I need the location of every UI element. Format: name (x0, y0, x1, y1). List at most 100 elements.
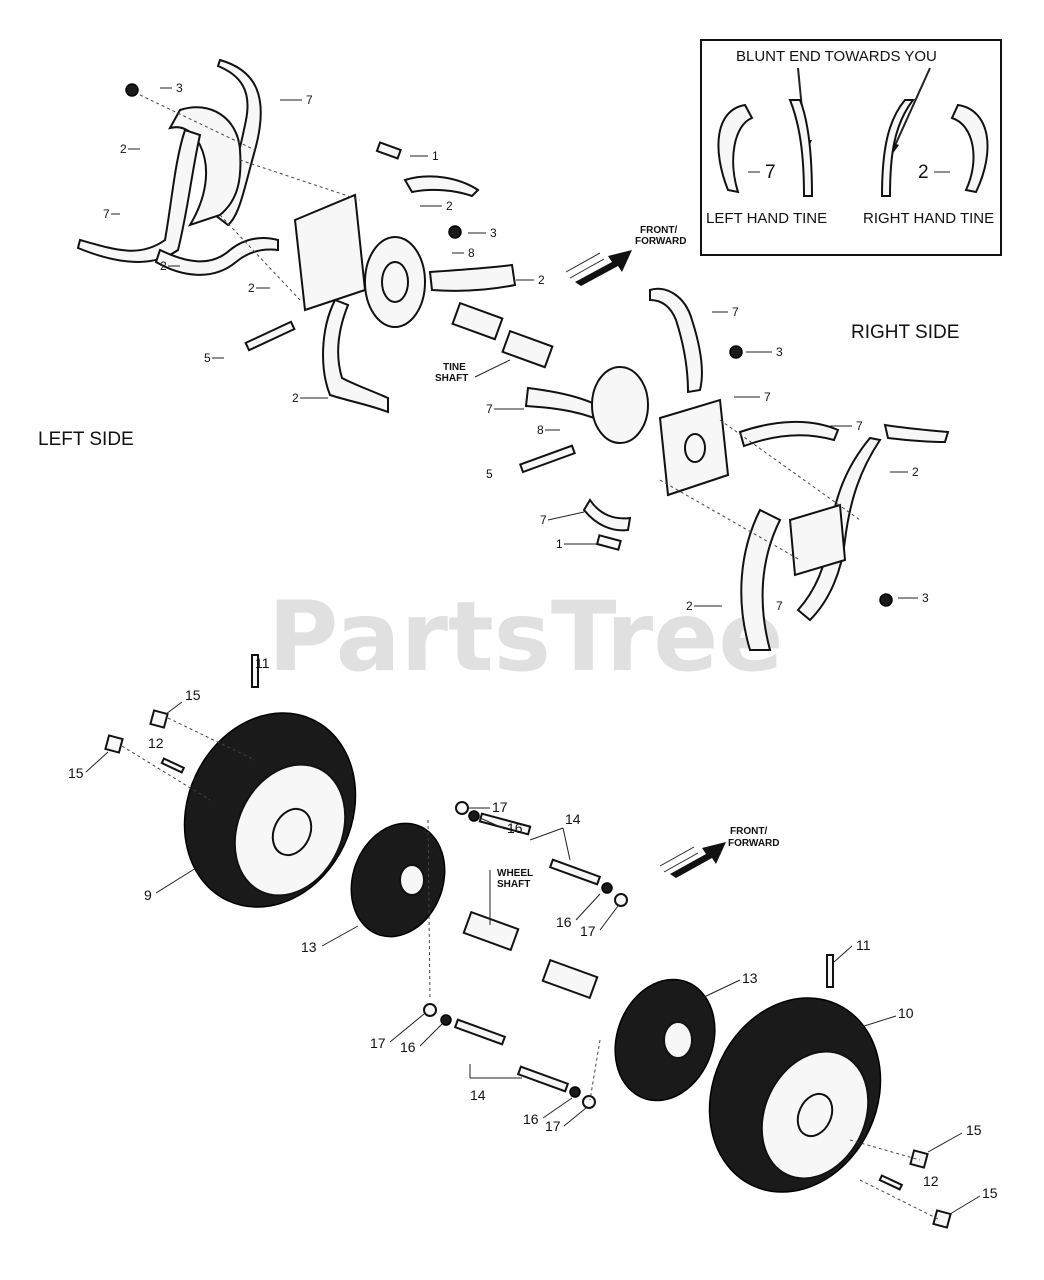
callout-5: 5 (486, 467, 493, 481)
right-bolt-14-bottom (516, 1065, 570, 1093)
right-nut-3-top (729, 345, 743, 359)
left-hub-13-bore (399, 864, 425, 896)
dash-3 (219, 214, 301, 301)
wheel-shaft-left (462, 910, 520, 952)
left-tine-2-top-blade (403, 175, 480, 198)
callout-13: 13 (742, 970, 758, 986)
callout-8: 8 (537, 423, 544, 437)
left-nut-3-top (125, 83, 139, 97)
leader-c16b (575, 893, 601, 921)
front-forward-indicator-bottom: FRONT/ FORWARD (659, 826, 779, 878)
callout-2: 2 (160, 259, 167, 273)
right-side-label: RIGHT SIDE (851, 322, 959, 343)
callout-2: 2 (686, 599, 693, 613)
left-tine-assembly (76, 58, 554, 414)
tine-shaft-right (501, 329, 554, 369)
callout-10: 10 (898, 1005, 914, 1021)
left-tine-2-right-blade (428, 263, 517, 292)
right-clip-15-bottom (932, 1209, 952, 1229)
left-tine-hub-bore (381, 261, 409, 303)
leader-c17c (389, 1013, 425, 1043)
right-clip-pin-12 (878, 1174, 904, 1191)
washer-17-b (614, 893, 628, 907)
arrow-speed-line-3 (659, 846, 695, 867)
callout-15: 15 (185, 687, 201, 703)
dash-2 (239, 159, 361, 201)
dash-8 (427, 819, 431, 1001)
right-hand-tine-blade (950, 103, 989, 194)
callout-11: 11 (255, 655, 270, 671)
left-clip-15-top (149, 709, 169, 729)
tine-shaft-leader (474, 359, 511, 378)
arrow-speed-line-4 (663, 852, 699, 873)
callout-2: 2 (120, 142, 127, 156)
left-pin-11 (251, 654, 259, 688)
callout-5: 5 (204, 351, 211, 365)
watermark: PartsTree (268, 581, 783, 693)
callout-7: 7 (306, 93, 313, 107)
left-nut-3-mid (448, 225, 462, 239)
callout-15: 15 (966, 1122, 982, 1138)
callouts: 3 7 1 2 2 7 2 3 8 2 2 5 2 7 3 7 7 8 5 (68, 81, 998, 1215)
left-hand-tine-shank (788, 99, 814, 197)
callout-2: 2 (538, 273, 545, 287)
front-forward-label-top-2: FORWARD (635, 236, 686, 247)
callout-3: 3 (490, 226, 497, 240)
right-bolt-1 (595, 534, 622, 551)
left-side-label: LEFT SIDE (38, 429, 134, 450)
callout-9: 9 (144, 887, 152, 903)
left-hub-13 (350, 822, 446, 938)
callout-17: 17 (580, 923, 596, 939)
leader-c15d (949, 1195, 981, 1215)
callout-11: 11 (856, 937, 871, 953)
left-bolt-14-top (478, 812, 532, 836)
inset-arrow-right (892, 67, 931, 151)
dash-11 (859, 1179, 941, 1221)
right-tine-2-top (883, 423, 950, 444)
callout-17: 17 (370, 1035, 386, 1051)
callout-8: 8 (468, 246, 475, 260)
callout-1: 1 (432, 149, 439, 163)
wheel-shaft-right (541, 958, 599, 1000)
left-clip-15-bottom (104, 734, 124, 754)
inset-title: BLUNT END TOWARDS YOU (736, 48, 937, 65)
right-clip-15-top (909, 1149, 929, 1169)
washer-17-c (423, 1003, 437, 1017)
left-tine-7-outer (213, 58, 262, 227)
callout-3: 3 (176, 81, 183, 95)
callout-12: 12 (148, 735, 164, 751)
callout-2: 2 (446, 199, 453, 213)
lockwasher-16-d (569, 1086, 581, 1098)
left-tine-mounting-plate (293, 193, 367, 312)
left-tine-2-bottom-blade (322, 298, 389, 414)
left-hand-tine-label: LEFT HAND TINE (706, 210, 827, 227)
washer-17-a (455, 801, 469, 815)
right-tine-2-left-blade (740, 508, 782, 651)
lockwasher-16-b (601, 882, 613, 894)
callout-13: 13 (301, 939, 317, 955)
tine-orientation-inset: BLUNT END TOWARDS YOU 7 LEFT HAND TINE 2… (700, 39, 1002, 256)
callout-7: 7 (103, 207, 110, 221)
right-tine-7-bottom (582, 498, 632, 532)
right-wheel-assembly (423, 954, 952, 1229)
inset-right-number: 2 (918, 162, 929, 183)
right-nut-3-bottom (879, 593, 893, 607)
left-bolt-1 (375, 141, 402, 160)
assembly-guide-lines (121, 94, 941, 1221)
arrow-speed-line-1 (565, 252, 601, 273)
leader-c17b (599, 905, 619, 931)
front-forward-label-bottom-1: FRONT/ (730, 826, 767, 837)
front-forward-label-top-1: FRONT/ (640, 225, 677, 236)
left-bolt-14-bottom (548, 858, 602, 886)
left-hand-tine-blade (717, 103, 754, 194)
callout-14: 14 (470, 1087, 486, 1103)
callout-7: 7 (776, 599, 783, 613)
callout-15: 15 (982, 1185, 998, 1201)
leader-c13b (701, 979, 741, 999)
leader-c17d (563, 1107, 587, 1127)
dash-9 (589, 1039, 601, 1101)
leader-c9 (155, 867, 197, 894)
callout-12: 12 (923, 1173, 939, 1189)
right-bolt-14-top (453, 1018, 507, 1046)
left-bolt-5 (244, 320, 296, 352)
